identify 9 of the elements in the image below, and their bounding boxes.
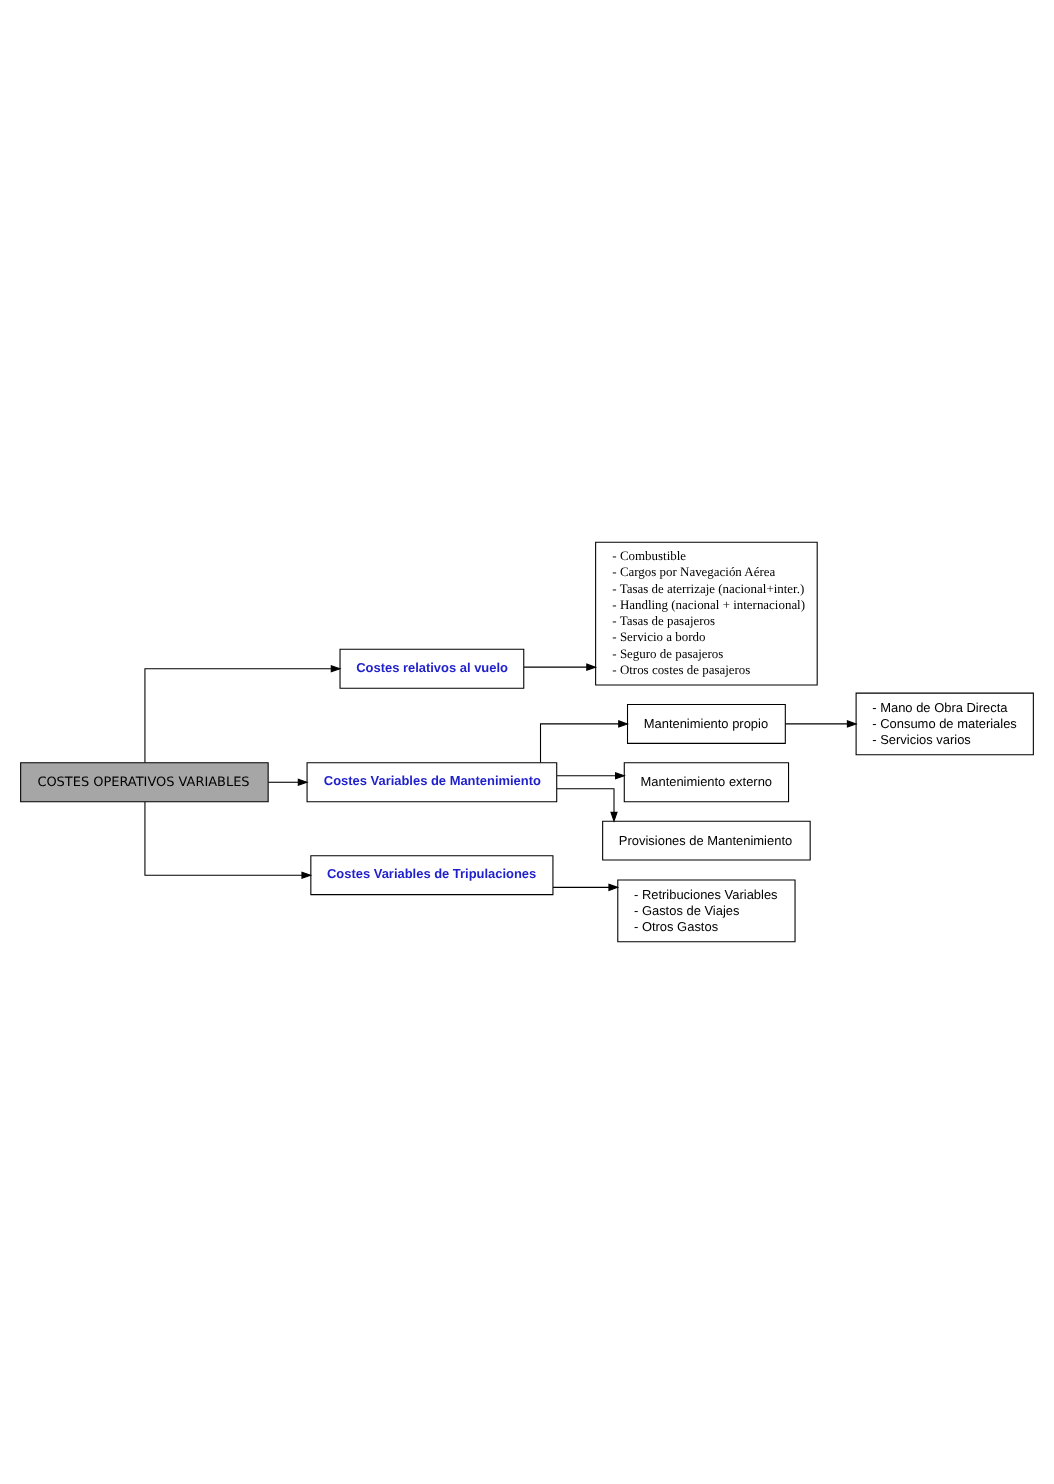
arrow — [523, 663, 598, 671]
arrow — [267, 778, 309, 787]
arrow — [556, 772, 626, 780]
arrow — [144, 665, 342, 764]
arrow — [552, 883, 620, 892]
arrow — [784, 720, 858, 728]
arrow — [539, 720, 629, 764]
arrow — [556, 788, 618, 823]
arrow — [144, 801, 313, 879]
